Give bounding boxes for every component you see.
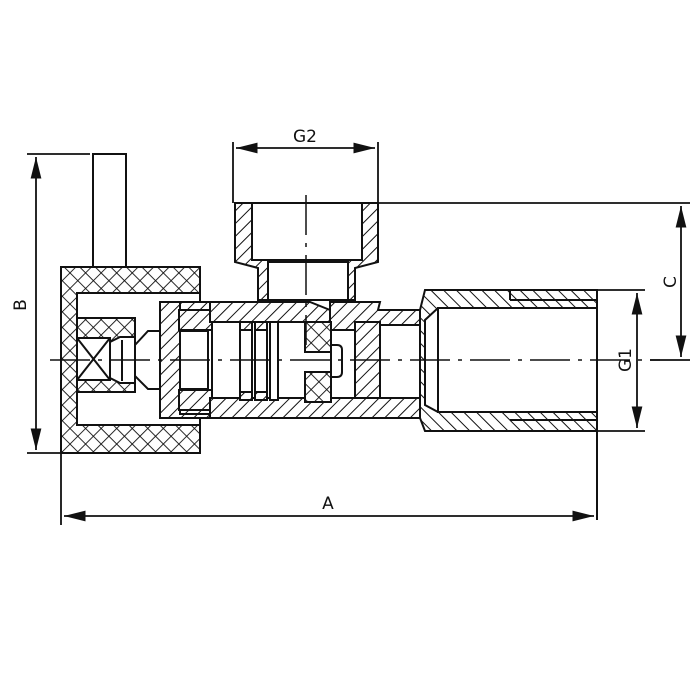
center-lines (50, 195, 660, 361)
o-rings (239, 321, 279, 401)
label-g2: G2 (293, 127, 317, 147)
label-g1: G1 (616, 348, 636, 372)
seal-washer (304, 321, 343, 403)
label-a: A (322, 494, 334, 514)
dimension-b (27, 153, 90, 454)
dimension-a (60, 453, 594, 525)
dimension-g2 (232, 142, 379, 203)
gland-nut (159, 301, 213, 419)
outlet-pipe (379, 289, 598, 520)
dimension-g1 (597, 289, 645, 432)
label-b: B (11, 299, 31, 311)
valve-body (209, 202, 421, 419)
dimension-c (378, 202, 690, 361)
label-c: C (661, 276, 681, 288)
